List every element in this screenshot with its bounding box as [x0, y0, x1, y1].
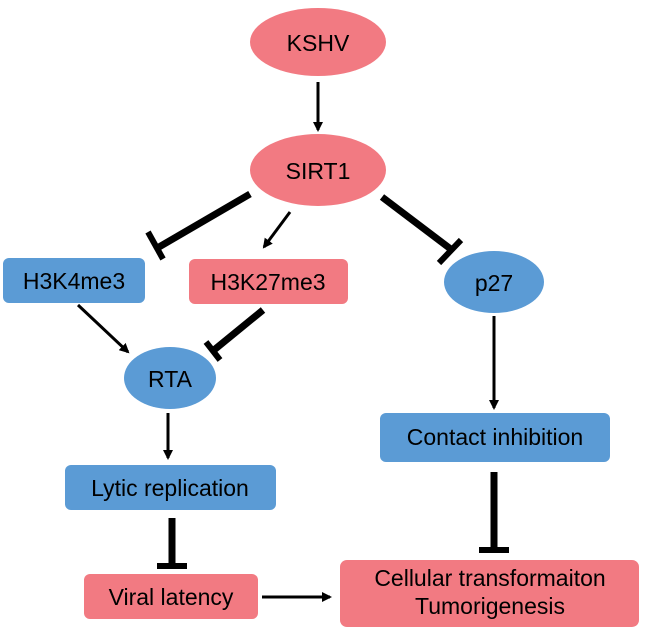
node-h3k27me3-label: H3K27me3	[210, 269, 325, 295]
edge-sirt1-activates-h3k27me3	[262, 211, 292, 249]
node-h3k27me3: H3K27me3	[189, 259, 348, 304]
edge-contact-inhibition-inhibits-transformation	[479, 472, 509, 553]
node-p27: p27	[444, 251, 544, 313]
node-viral-latency: Viral latency	[84, 574, 258, 619]
node-cellular-transformation-label: Cellular transformaiton	[374, 565, 605, 591]
node-contact-inhibition: Contact inhibition	[380, 413, 610, 462]
edge-lytic-replication-inhibits-viral-latency	[157, 518, 187, 569]
edge-h3k27me3-inhibits-rta	[203, 307, 266, 362]
node-tumorigenesis-label: Tumorigenesis	[415, 593, 565, 619]
node-lytic-replication-label: Lytic replication	[91, 475, 249, 501]
node-sirt1-label: SIRT1	[286, 158, 351, 184]
edge-sirt1-inhibits-h3k4me3	[145, 190, 252, 261]
node-cellular-transformation: Cellular transformaiton Tumorigenesis	[340, 560, 639, 627]
node-kshv: KSHV	[250, 8, 386, 76]
node-contact-inhibition-label: Contact inhibition	[407, 424, 583, 450]
node-p27-label: p27	[475, 270, 513, 296]
edge-h3k4me3-activates-rta	[76, 303, 130, 354]
node-rta-label: RTA	[148, 366, 193, 392]
node-rta: RTA	[124, 347, 216, 409]
node-kshv-label: KSHV	[287, 30, 350, 56]
node-viral-latency-label: Viral latency	[109, 584, 234, 610]
node-h3k4me3: H3K4me3	[3, 258, 145, 303]
edge-sirt1-inhibits-p27	[379, 194, 464, 266]
node-sirt1: SIRT1	[250, 134, 386, 206]
node-lytic-replication: Lytic replication	[65, 465, 276, 510]
node-h3k4me3-label: H3K4me3	[23, 268, 125, 294]
